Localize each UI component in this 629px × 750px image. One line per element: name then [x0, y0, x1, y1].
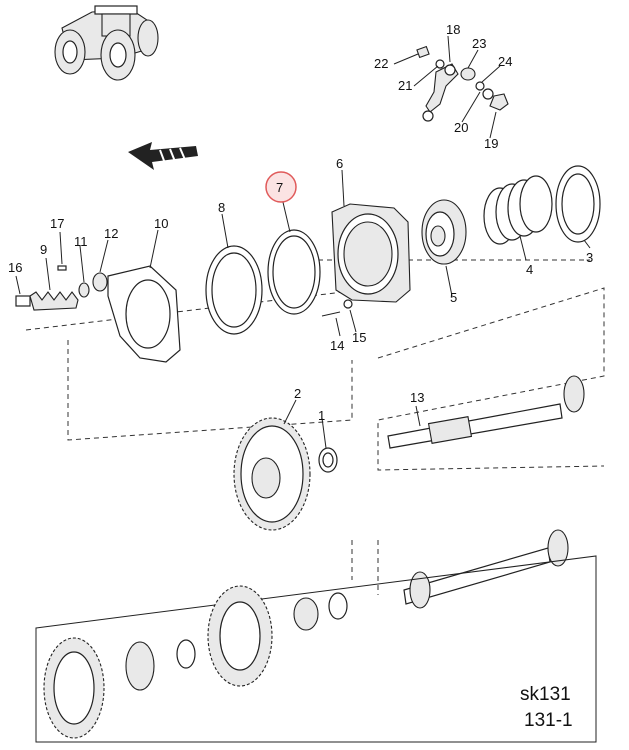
callout-21[interactable]: 21	[398, 78, 412, 93]
reference-code: sk131	[520, 684, 571, 705]
callout-9[interactable]: 9	[40, 242, 47, 257]
part-3-washer	[555, 165, 601, 243]
part-2-gear	[233, 417, 311, 531]
callout-6[interactable]: 6	[336, 156, 343, 171]
forward-arrow-icon	[128, 142, 198, 170]
part-4-springs	[483, 175, 553, 245]
callout-17[interactable]: 17	[50, 216, 64, 231]
callout-7[interactable]: 7	[276, 180, 283, 195]
lower-assembly-frame	[35, 555, 597, 743]
lower-shaft	[403, 529, 569, 609]
callout-13[interactable]: 13	[410, 390, 424, 405]
part-1-snapring	[318, 447, 338, 473]
callout-16[interactable]: 16	[8, 260, 22, 275]
callout-15[interactable]: 15	[352, 330, 366, 345]
small-parts-left	[15, 265, 108, 311]
leader-lines	[15, 35, 591, 449]
callout-5[interactable]: 5	[450, 290, 457, 305]
callout-10[interactable]: 10	[154, 216, 168, 231]
part-8-ring	[205, 245, 263, 335]
highlight-marker	[265, 171, 297, 203]
part-5-hub	[421, 199, 467, 265]
tractor-icon	[54, 5, 159, 81]
reference-page: 131-1	[524, 710, 573, 731]
callout-24[interactable]: 24	[498, 54, 512, 69]
callout-12[interactable]: 12	[104, 226, 118, 241]
bolts-14-15	[321, 299, 353, 317]
callout-8[interactable]: 8	[218, 200, 225, 215]
reference-block: sk131 131-1	[520, 684, 573, 731]
callout-1[interactable]: 1	[318, 408, 325, 423]
callout-19[interactable]: 19	[484, 136, 498, 151]
callout-23[interactable]: 23	[472, 36, 486, 51]
callout-22[interactable]: 22	[374, 56, 388, 71]
part-6-housing	[331, 203, 411, 303]
callout-20[interactable]: 20	[454, 120, 468, 135]
part-7-ring	[267, 229, 321, 315]
callout-11[interactable]: 11	[74, 234, 88, 249]
part-10-gasket	[107, 265, 181, 363]
callout-3[interactable]: 3	[586, 250, 593, 265]
callout-4[interactable]: 4	[526, 262, 533, 277]
part-13-shaft	[387, 375, 585, 449]
callout-labels: 1 2 3 4 5 6 7 8 9 10 11 12 13 14 15 16 1…	[8, 22, 593, 423]
callout-14[interactable]: 14	[330, 338, 344, 353]
callout-18[interactable]: 18	[446, 22, 460, 37]
callout-2[interactable]: 2	[294, 386, 301, 401]
linkage-assembly	[416, 45, 509, 122]
